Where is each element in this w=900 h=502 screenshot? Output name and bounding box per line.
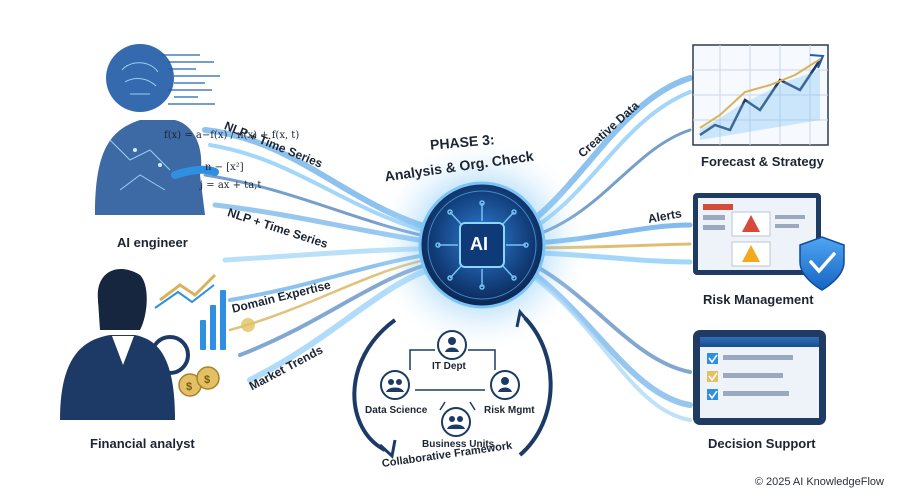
magnifier-icon <box>150 335 190 375</box>
node-data-science: Data Science <box>365 405 428 416</box>
copyright-text: © 2025 AI KnowledgeFlow <box>754 476 884 488</box>
risk-mgmt-icon <box>490 370 520 400</box>
ai-engineer-figure <box>95 44 220 215</box>
collaborative-framework <box>352 308 553 459</box>
decision-tablet-icon <box>693 330 826 425</box>
risk-dashboard-icon <box>693 193 845 291</box>
financial-analyst-figure: $ $ <box>60 268 255 420</box>
node-business-units: Business Units <box>422 439 495 450</box>
svg-text:$: $ <box>186 381 192 393</box>
risk-label: Risk Management <box>703 292 814 307</box>
data-science-icon <box>380 370 410 400</box>
business-units-icon <box>441 407 471 437</box>
formula-1: f(x) = a−f(x) / n(x) + f(x, t) <box>164 130 300 141</box>
forecast-chart-icon <box>692 44 829 146</box>
mini-bar-chart-icon <box>200 290 226 350</box>
it-dept-icon <box>437 330 467 360</box>
ai-core <box>372 135 592 355</box>
node-it-dept: IT Dept <box>432 361 466 372</box>
node-risk-mgmt: Risk Mgmt <box>484 405 535 416</box>
ai-chip-label: AI <box>470 234 488 254</box>
forecast-label: Forecast & Strategy <box>701 154 824 169</box>
ai-engineer-label: AI engineer <box>117 235 188 250</box>
decision-label: Decision Support <box>708 436 816 451</box>
formula-3: j = ax + ta,t <box>200 180 262 191</box>
ai-chip-icon <box>459 222 505 268</box>
warning-icon <box>742 215 760 232</box>
formula-2: n − [x²] <box>205 162 244 173</box>
coins-icon: $ $ <box>178 366 220 397</box>
svg-text:$: $ <box>204 374 210 386</box>
shield-icon <box>799 236 845 291</box>
financial-analyst-label: Financial analyst <box>90 436 195 451</box>
warning-icon-2 <box>742 245 760 262</box>
